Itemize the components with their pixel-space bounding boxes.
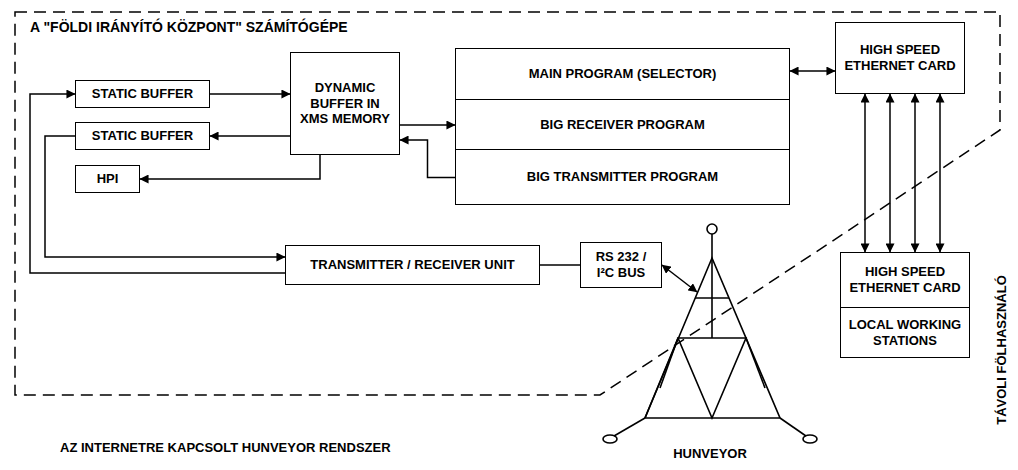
process-box: HPI	[75, 165, 140, 193]
connector-arrow	[210, 135, 290, 137]
process-box: RS 232 / I²C BUS	[580, 242, 662, 288]
box-label: HIGH SPEED ETHERNET CARD	[846, 264, 964, 295]
connector-arrow	[400, 140, 455, 178]
box-label: MAIN PROGRAM (SELECTOR)	[529, 66, 717, 82]
box-label: STATIC BUFFER	[92, 128, 193, 144]
process-box: BIG TRANSMITTER PROGRAM	[455, 150, 790, 205]
box-label: DYNAMIC BUFFER IN XMS MEMORY	[296, 80, 394, 127]
diagram-caption: AZ INTERNETRE KAPCSOLT HUNVEYOR RENDSZER	[60, 440, 391, 455]
box-label: STATIC BUFFER	[92, 86, 193, 102]
process-box: BIG RECEIVER PROGRAM	[455, 100, 790, 150]
process-box: DYNAMIC BUFFER IN XMS MEMORY	[290, 52, 400, 155]
connector-arrow	[540, 264, 580, 266]
connector-arrow	[45, 136, 285, 257]
region-heading: A "FÖLDI IRÁNYÍTÓ KÖZPONT" SZÁMÍTÓGÉPE	[30, 19, 348, 36]
process-box: STATIC BUFFER	[75, 80, 210, 108]
side-label: TÁVOLI FÖLHASZNÁLÓ	[994, 240, 1012, 460]
process-box: LOCAL WORKING STATIONS	[840, 308, 970, 358]
process-box: HIGH SPEED ETHERNET CARD	[840, 252, 970, 308]
process-box: TRANSMITTER / RECEIVER UNIT	[285, 245, 540, 285]
bus-line	[939, 94, 941, 252]
connector-arrow	[210, 93, 290, 95]
connector-arrow	[140, 155, 320, 179]
process-box: MAIN PROGRAM (SELECTOR)	[455, 48, 790, 100]
probe-node: HUNVEYOR	[600, 218, 820, 466]
box-label: BIG RECEIVER PROGRAM	[540, 117, 705, 133]
box-label: HUNVEYOR	[673, 446, 747, 462]
box-label: HPI	[97, 171, 119, 187]
box-label: TRANSMITTER / RECEIVER UNIT	[310, 257, 514, 273]
connector-arrow	[662, 265, 697, 292]
dashed-boundary-line	[15, 12, 1000, 395]
connector-arrow	[790, 70, 835, 72]
box-label: HIGH SPEED ETHERNET CARD	[841, 42, 959, 73]
bus-line	[914, 94, 916, 252]
bus-line	[889, 94, 891, 252]
box-label: LOCAL WORKING STATIONS	[846, 317, 964, 348]
box-label: RS 232 / I²C BUS	[586, 249, 656, 280]
connector-arrow	[400, 124, 455, 126]
connector-arrow	[864, 94, 866, 252]
process-box: STATIC BUFFER	[75, 122, 210, 150]
connector-arrow	[30, 94, 285, 273]
box-label: BIG TRANSMITTER PROGRAM	[527, 169, 718, 185]
process-box: HIGH SPEED ETHERNET CARD	[835, 22, 965, 94]
